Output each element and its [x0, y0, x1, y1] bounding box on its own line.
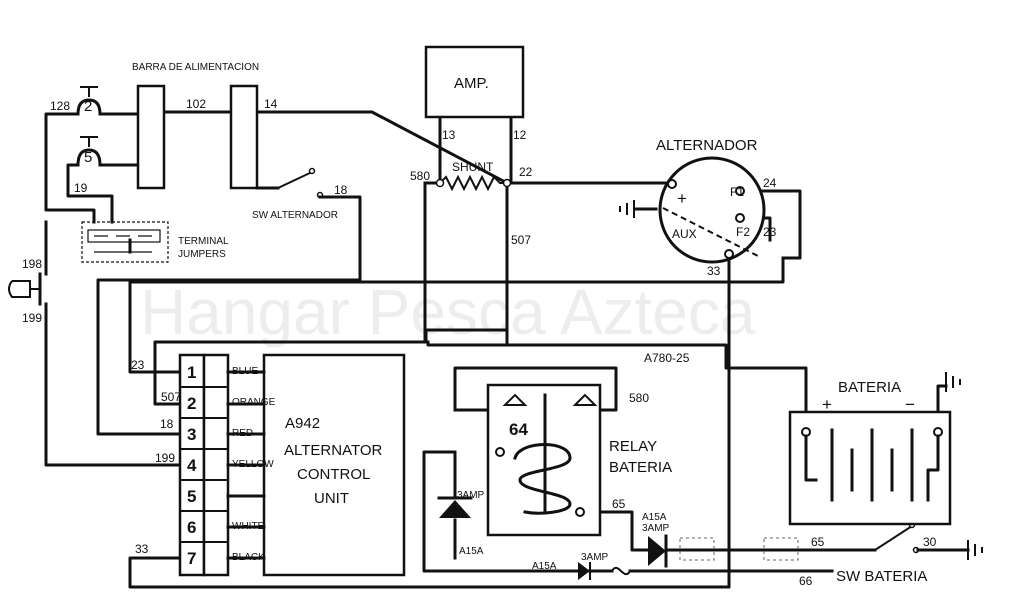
pin-color-4: YELLOW [232, 459, 274, 470]
wire-label-23: 23 [763, 225, 777, 239]
amp-meter [424, 45, 525, 119]
wire-label-66: 66 [799, 574, 813, 588]
terminal-jumpers: TERMINAL JUMPERS [81, 221, 229, 263]
wire-label-65-2: 65 [811, 535, 825, 549]
bus-bar [136, 84, 166, 190]
pin-color-3: RED [232, 428, 253, 439]
terminal-jumpers-label-2: JUMPERS [178, 249, 226, 260]
wire-label-102: 102 [186, 97, 206, 111]
ground-icon-switch [967, 540, 983, 560]
pin-number-6: 6 [187, 518, 196, 537]
wire-label-14: 14 [264, 97, 278, 111]
wire-label-33: 33 [707, 264, 721, 278]
breaker-2-label: 2 [84, 98, 92, 115]
pin-color-1: BLUE [232, 366, 258, 377]
battery-label: BATERIA [838, 379, 901, 396]
pin-number-7: 7 [187, 549, 196, 568]
diode-a15a-icon [648, 534, 668, 568]
relay-label-2: BATERIA [609, 459, 672, 476]
shunt: SHUNT [423, 160, 512, 192]
acu-label-4: UNIT [314, 490, 349, 507]
control-unit: A942 ALTERNATOR CONTROL UNIT [178, 353, 406, 577]
watermark-text: Hangar Pesca Azteca [140, 276, 756, 348]
pin-color-2: ORANGE [232, 397, 276, 408]
pin-number-3: 3 [187, 425, 196, 444]
acu-label-1: A942 [285, 415, 320, 432]
alternator-aux: AUX [672, 227, 697, 241]
indicator-lamp [8, 272, 42, 306]
alternator-label: ALTERNADOR [656, 137, 758, 154]
pin-color-7: BLACK [232, 552, 265, 563]
pin-number-1: 1 [187, 363, 196, 382]
diode-3amp-icon [437, 496, 473, 518]
amp-label: AMP. [454, 75, 489, 92]
pin-number-5: 5 [187, 487, 196, 506]
wire-label-19: 19 [74, 181, 88, 195]
bus-bar-2 [229, 84, 259, 190]
wire-label-23-pin: 23 [131, 358, 145, 372]
wire-label-30: 30 [923, 535, 937, 549]
wire-label-3amp-2: 3AMP [642, 523, 670, 534]
wire-label-198: 198 [22, 257, 42, 271]
ground-icon-alternator [619, 200, 635, 218]
sw-alternador-label: SW ALTERNADOR [252, 210, 338, 221]
wire-label-24: 24 [763, 176, 777, 190]
wire-label-199: 199 [22, 311, 42, 325]
wire-label-199-pin: 199 [155, 451, 175, 465]
wire-label-18-pin: 18 [160, 417, 174, 431]
wire-label-3amp-3: 3AMP [581, 552, 609, 563]
wire-label-a15a-1: A15A [459, 546, 484, 557]
wire-label-13: 13 [442, 128, 456, 142]
sw-bateria-label: SW BATERIA [836, 568, 927, 585]
wire-label-507-pin: 507 [161, 390, 181, 404]
terminal-jumpers-label-1: TERMINAL [178, 236, 229, 247]
shunt-label: SHUNT [452, 160, 494, 174]
breaker-2: 2 [76, 86, 102, 116]
bus-bar-label: BARRA DE ALIMENTACION [132, 62, 259, 73]
battery: + − BATERIA [788, 379, 952, 526]
wire-labels: 128 102 14 19 18 198 199 13 12 580 22 50… [22, 97, 937, 588]
wire-label-3amp: 3AMP [457, 490, 485, 501]
wire-label-580-relay: 580 [629, 391, 649, 405]
battery-plus: + [822, 395, 832, 414]
pin-number-2: 2 [187, 394, 196, 413]
wire-label-a15a-2: A15A [642, 512, 667, 523]
alternator-f2: F2 [736, 225, 750, 239]
acu-label-2: ALTERNATOR [284, 442, 383, 459]
breaker-5-label: 5 [84, 149, 92, 166]
alternator-plus: + [677, 189, 687, 208]
pin-number-4: 4 [187, 456, 197, 475]
battery-minus: − [905, 395, 915, 414]
wire-label-128: 128 [50, 99, 70, 113]
ground-icon-battery [945, 372, 961, 392]
alternator: + AUX F1 F2 ALTERNADOR [656, 137, 766, 264]
wire-label-33-pin: 33 [135, 542, 149, 556]
pin-color-6: WHITE [232, 521, 265, 532]
wire-label-12: 12 [513, 128, 527, 142]
diode-3amp-2-icon [578, 562, 591, 580]
control-unit-pins: 1 BLUE 2 ORANGE 3 RED 4 YELLOW 5 6 WHITE 7 BLACK [187, 363, 276, 568]
relay-number: 64 [509, 420, 528, 439]
battery-relay: 64 RELAY BATERIA [486, 383, 672, 537]
wire-label-580: 580 [410, 169, 430, 183]
wire-label-22: 22 [519, 165, 533, 179]
acu-label-3: CONTROL [297, 466, 370, 483]
breaker-5: 5 [76, 136, 102, 167]
relay-label-1: RELAY [609, 438, 657, 455]
alternator-f1: F1 [730, 185, 744, 199]
wire-label-507: 507 [511, 233, 531, 247]
wire-label-a780-25: A780-25 [644, 351, 690, 365]
wire-label-a15a-3: A15A [532, 561, 557, 572]
wire-label-65: 65 [612, 497, 626, 511]
wires [44, 110, 970, 589]
wire-label-18: 18 [334, 183, 348, 197]
